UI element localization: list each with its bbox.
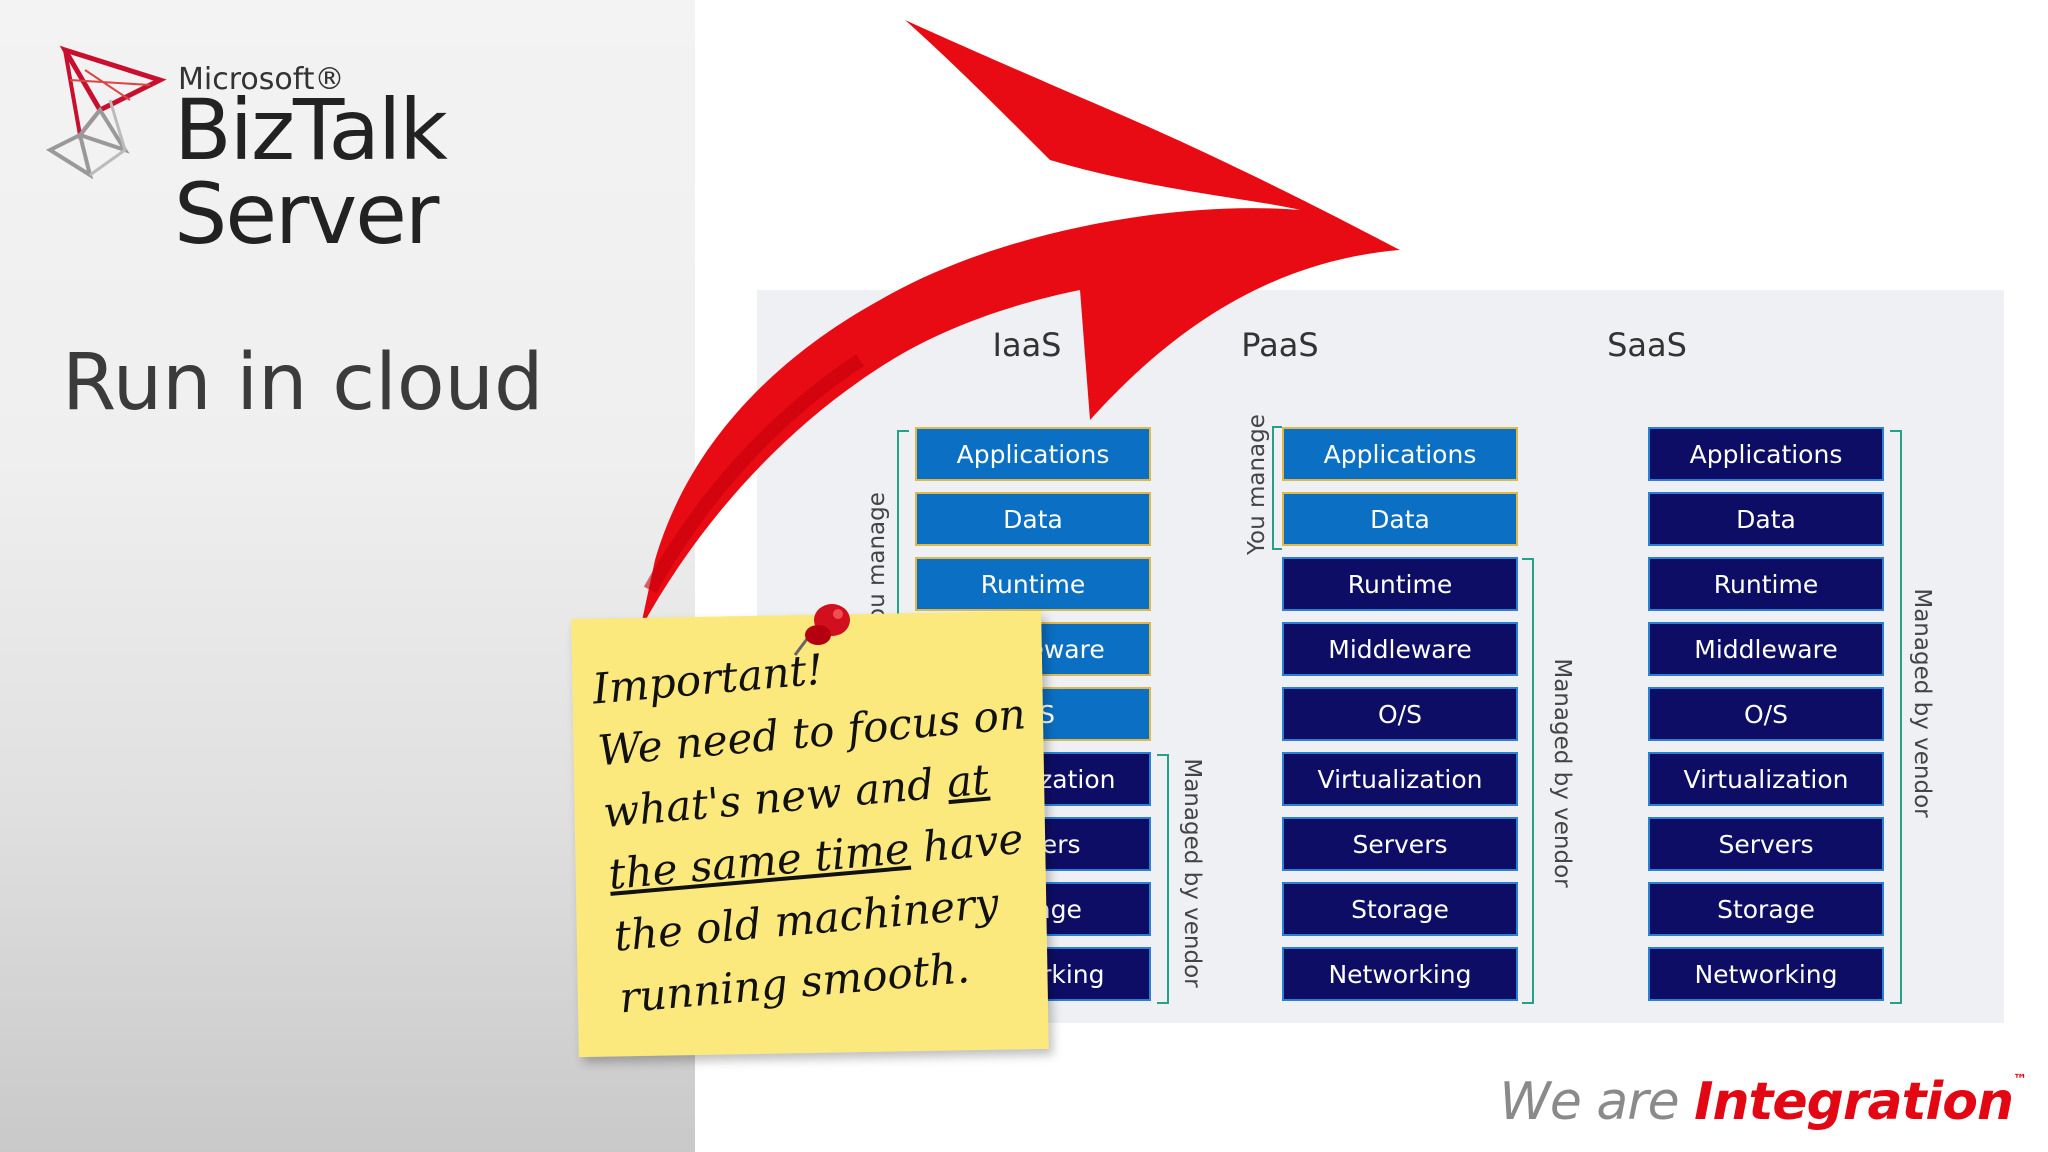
- saas-layer-os: O/S: [1648, 687, 1884, 741]
- iaas-vendor-bracket: [1157, 754, 1169, 1004]
- paas-manage-label: You manage: [1244, 414, 1270, 555]
- iaas-layer-data: Data: [915, 492, 1151, 546]
- column-heading-paas: PaaS: [1241, 326, 1319, 364]
- note-line-4b: have: [907, 813, 1026, 873]
- saas-vendor-bracket: [1890, 430, 1902, 1004]
- saas-layer-servers: Servers: [1648, 817, 1884, 871]
- note-line-3b: at: [944, 754, 991, 808]
- paas-layer-virtualization: Virtualization: [1282, 752, 1518, 806]
- tagline: We are Integration™: [1499, 1072, 2027, 1132]
- paas-layer-middleware: Middleware: [1282, 622, 1518, 676]
- saas-layer-applications: Applications: [1648, 427, 1884, 481]
- paas-layer-networking: Networking: [1282, 947, 1518, 1001]
- saas-vendor-label: Managed by vendor: [1909, 588, 1935, 818]
- iaas-vendor-label: Managed by vendor: [1179, 758, 1205, 988]
- iaas-layer-runtime: Runtime: [915, 557, 1151, 611]
- saas-layer-runtime: Runtime: [1648, 557, 1884, 611]
- tagline-part-1: We are: [1499, 1072, 1695, 1132]
- column-heading-iaas: IaaS: [992, 326, 1062, 364]
- paas-layer-runtime: Runtime: [1282, 557, 1518, 611]
- iaas-layer-applications: Applications: [915, 427, 1151, 481]
- biztalk-logo: Microsoft® BizTalk Server: [40, 40, 680, 256]
- paas-vendor-bracket: [1522, 558, 1534, 1004]
- saas-layer-data: Data: [1648, 492, 1884, 546]
- saas-layer-virtualization: Virtualization: [1648, 752, 1884, 806]
- logo-company: Microsoft®: [178, 62, 345, 97]
- column-heading-saas: SaaS: [1607, 326, 1687, 364]
- paas-layer-data: Data: [1282, 492, 1518, 546]
- slide-title: Run in cloud: [62, 338, 544, 428]
- paas-manage-bracket: [1272, 426, 1282, 550]
- tagline-part-2: Integration: [1694, 1072, 2014, 1132]
- paas-vendor-label: Managed by vendor: [1549, 658, 1575, 888]
- saas-layer-middleware: Middleware: [1648, 622, 1884, 676]
- paas-layer-os: O/S: [1282, 687, 1518, 741]
- paas-layer-servers: Servers: [1282, 817, 1518, 871]
- tagline-trademark: ™: [2013, 1072, 2027, 1088]
- sticky-note-text: Important! We need to focus on what's ne…: [590, 620, 1061, 1029]
- paas-layer-applications: Applications: [1282, 427, 1518, 481]
- saas-layer-networking: Networking: [1648, 947, 1884, 1001]
- sticky-note: Important! We need to focus on what's ne…: [571, 610, 1049, 1058]
- biztalk-logo-icon: [45, 45, 167, 180]
- logo-product: BizTalk Server: [174, 81, 448, 263]
- push-pin-icon: [793, 604, 850, 656]
- paas-layer-storage: Storage: [1282, 882, 1518, 936]
- saas-layer-storage: Storage: [1648, 882, 1884, 936]
